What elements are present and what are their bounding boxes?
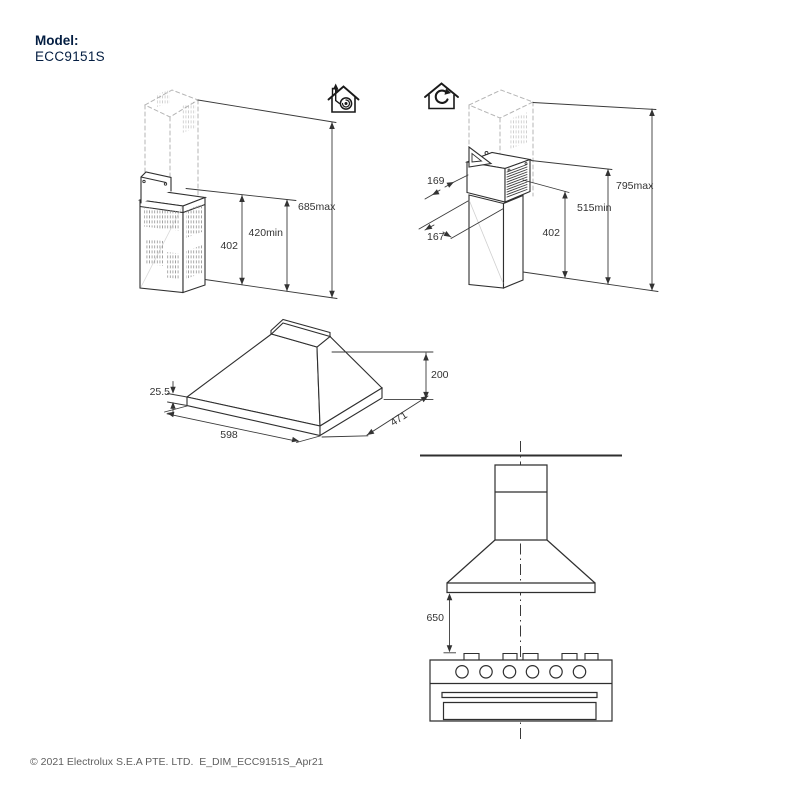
recirculation-dimension-lines <box>522 102 659 292</box>
duct-dashed-outline <box>467 89 535 197</box>
house-recirculation-icon <box>424 82 459 110</box>
duct-vent-patch <box>157 90 170 107</box>
recirculation-chimney-diagram <box>418 82 659 292</box>
hood-front-view <box>446 464 596 594</box>
dim-label-recirc-515min: 515min <box>577 202 612 214</box>
canopy-diagram <box>164 318 434 443</box>
dim-label-canopy-rim: 25.5 <box>149 386 170 398</box>
dim-label-recirc-402: 402 <box>542 227 560 239</box>
ducted-chimney-diagram <box>137 83 360 299</box>
range-cooker <box>429 652 613 722</box>
model-label: Model: <box>35 33 79 48</box>
dim-label-canopy-width: 598 <box>220 429 238 441</box>
mounting-bracket <box>140 171 172 204</box>
dim-label-recirc-169: 169 <box>427 175 445 187</box>
corner-bracket <box>468 145 493 168</box>
depth-dimension-arrows <box>425 182 454 237</box>
pan-supports <box>463 652 599 660</box>
dim-label-ducted-420min: 420min <box>248 227 283 239</box>
recirculation-grille <box>506 164 528 198</box>
dim-label-canopy-height: 200 <box>431 369 449 381</box>
dim-label-ducted-402: 402 <box>220 240 238 252</box>
ducted-dimension-arrows <box>239 122 335 298</box>
model-number: ECC9151S <box>35 49 105 64</box>
ducted-dimension-lines <box>185 99 338 299</box>
copyright-note: © 2021 Electrolux S.E.A PTE. LTD. E_DIM_… <box>30 756 324 768</box>
canopy-dimension-arrows <box>167 353 429 443</box>
duct-vent-patch <box>182 101 196 133</box>
house-extraction-fan-icon <box>327 83 360 113</box>
dim-label-hob-clearance: 650 <box>426 612 444 624</box>
installation-diagram <box>420 441 622 741</box>
duct-vent-patch <box>510 112 528 149</box>
clearance-dimension-arrows <box>446 593 453 653</box>
recirculation-dimension-arrows <box>562 109 655 291</box>
clearance-dimension-line <box>443 594 456 654</box>
chimney-vent-grilles <box>144 204 202 279</box>
dim-label-recirc-167: 167 <box>427 231 445 243</box>
dim-label-ducted-685max: 685max <box>298 201 336 213</box>
dim-label-recirc-795max: 795max <box>616 180 654 192</box>
chimney-lower-section <box>468 194 524 289</box>
